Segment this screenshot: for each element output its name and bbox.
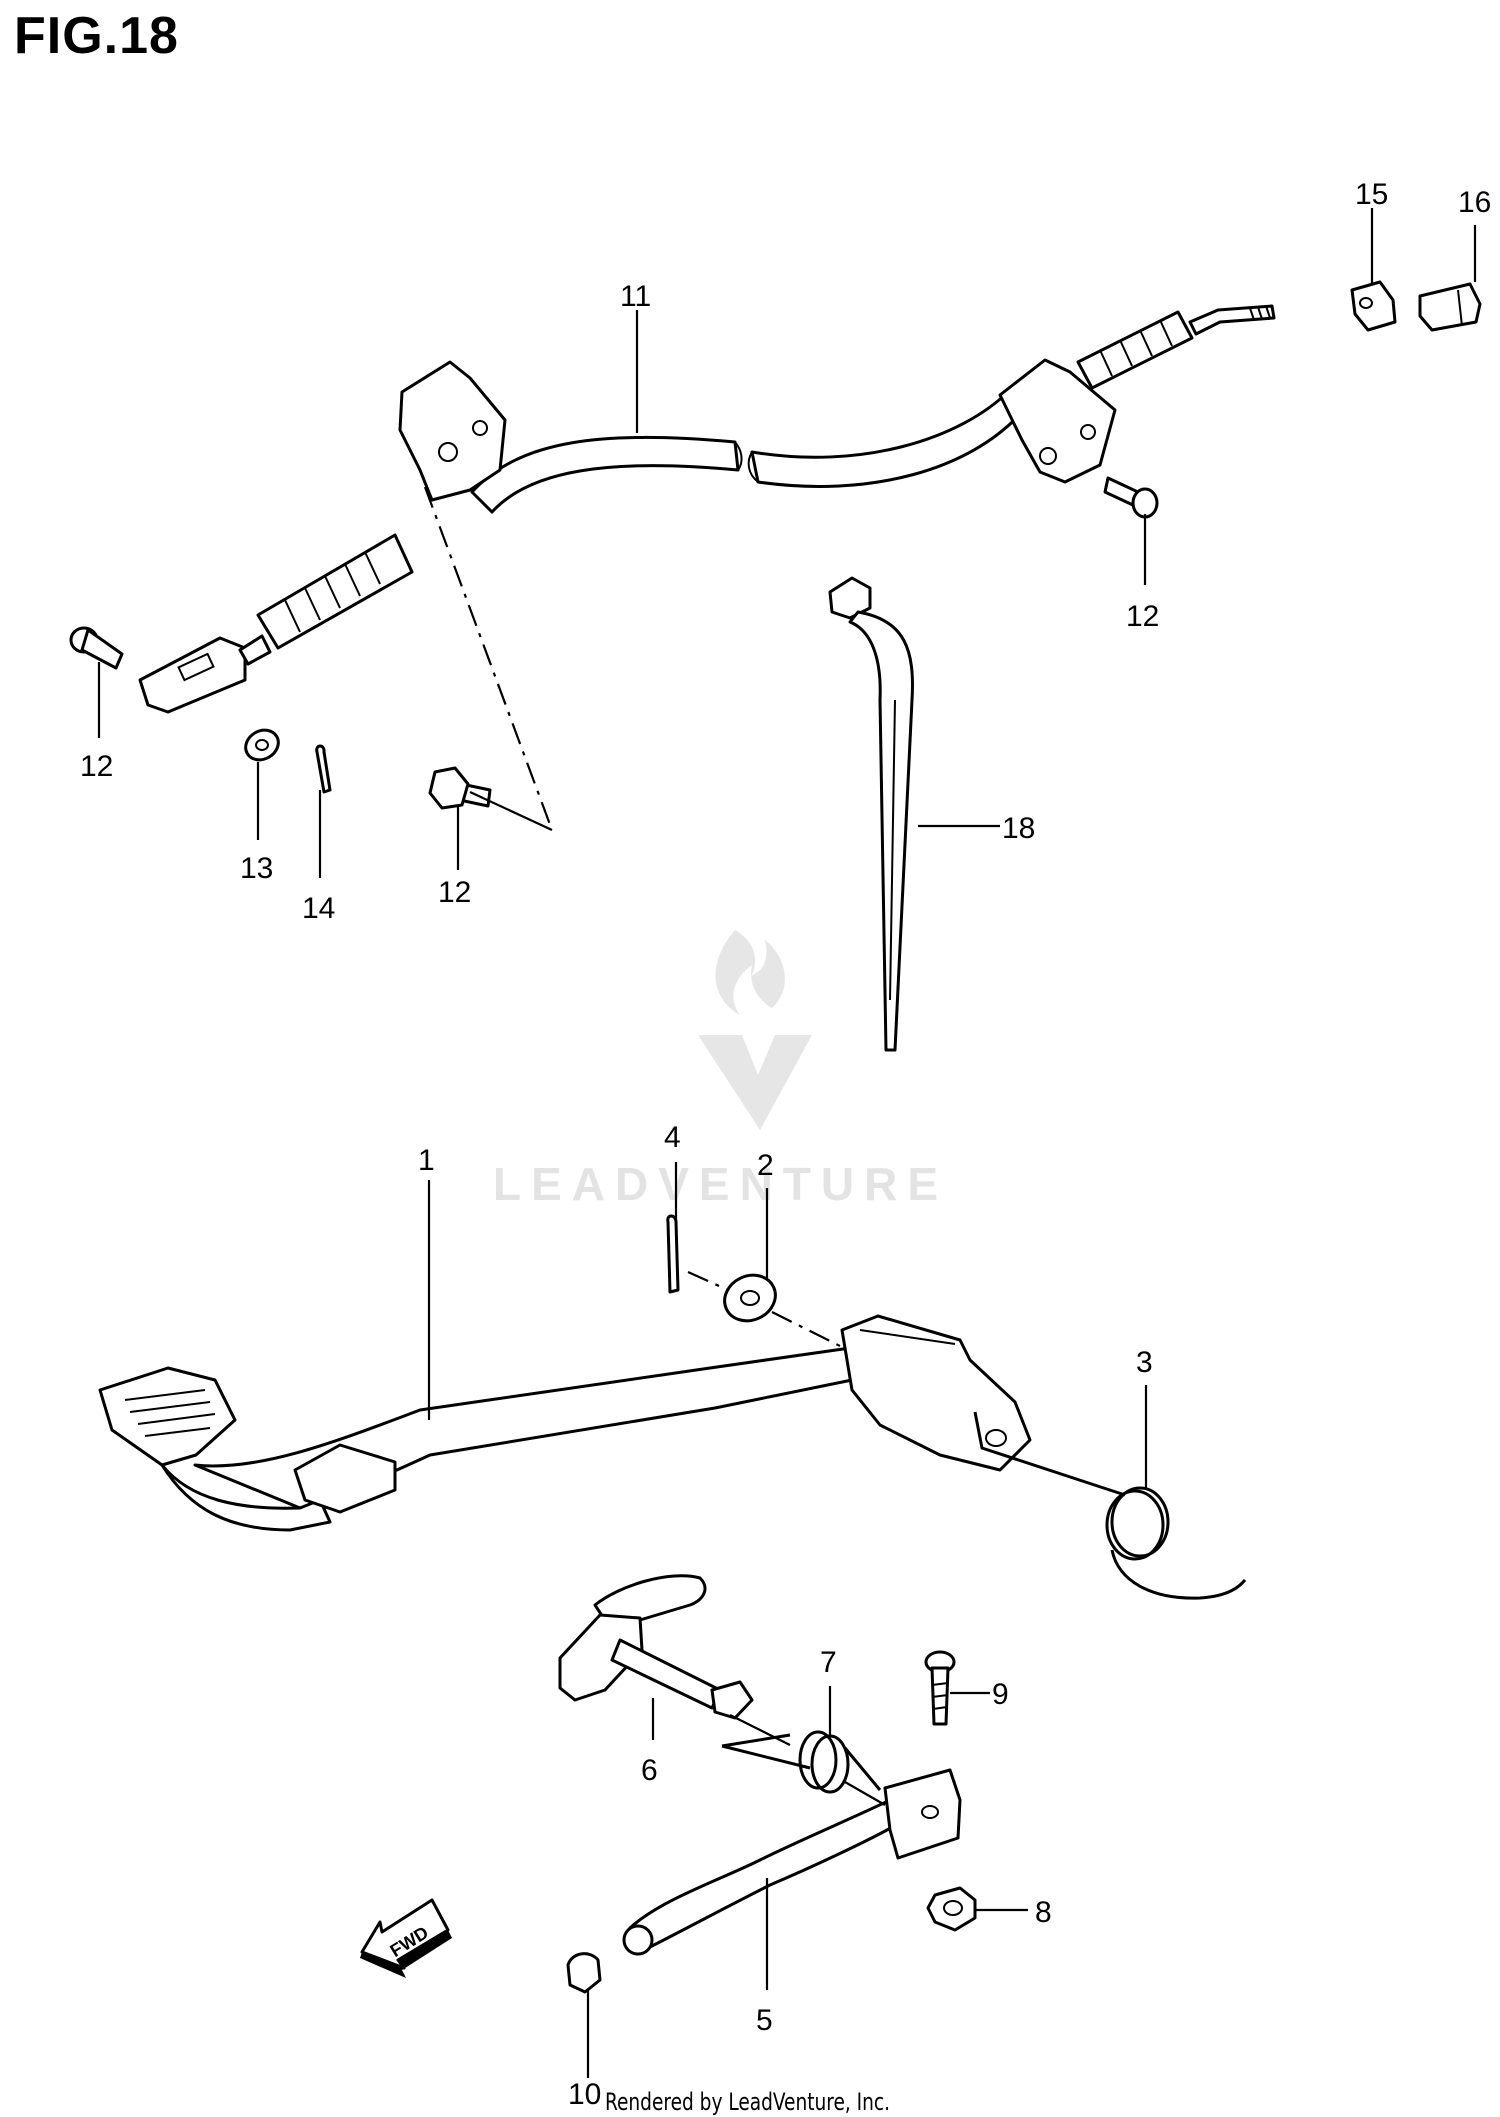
cotter-pin-15 bbox=[315, 744, 332, 794]
callout-15: 14 bbox=[302, 892, 335, 925]
callout-7: 7 bbox=[820, 1646, 837, 1679]
callout-11: 11 bbox=[620, 280, 651, 313]
callout-9: 9 bbox=[992, 1678, 1009, 1711]
cap-10 bbox=[566, 1952, 602, 1994]
cotter-pin-4 bbox=[666, 1214, 680, 1294]
shaft-6 bbox=[558, 1574, 754, 1720]
leader-lines bbox=[97, 208, 1477, 2078]
bolt-12-lower bbox=[428, 766, 492, 810]
callout-14: 13 bbox=[240, 852, 273, 885]
lever-5 bbox=[622, 1768, 962, 1956]
assembly-lines bbox=[423, 486, 886, 1806]
callout-12-lower: 12 bbox=[438, 876, 471, 909]
callout-4: 4 bbox=[664, 1121, 681, 1154]
watermark-text: LEADVENTURE bbox=[493, 1158, 948, 1210]
figure-title: FIG.18 bbox=[14, 7, 179, 65]
callout-labels: 11 15 16 12 12 13 14 12 18 4 2 1 3 7 9 6… bbox=[80, 178, 1491, 2111]
callout-1: 1 bbox=[418, 1144, 435, 1177]
callout-16: 15 bbox=[1355, 178, 1388, 211]
collar-16 bbox=[1350, 280, 1397, 332]
credit-text: Rendered by LeadVenture, Inc. bbox=[605, 2088, 891, 2116]
brake-cable bbox=[138, 304, 1276, 714]
torsion-spring-7 bbox=[721, 1730, 882, 1794]
callout-17: 16 bbox=[1458, 186, 1491, 219]
nut-8 bbox=[926, 1886, 977, 1932]
brake-pedal-1 bbox=[98, 1314, 1032, 1532]
cable-tie-18 bbox=[828, 576, 914, 1052]
callout-18: 18 bbox=[1002, 812, 1035, 845]
callout-3: 3 bbox=[1136, 1346, 1153, 1379]
callout-12-upper: 12 bbox=[1126, 600, 1159, 633]
return-spring-3 bbox=[973, 1411, 1247, 1600]
washer-14 bbox=[244, 728, 280, 762]
callout-8: 8 bbox=[1035, 1896, 1052, 1929]
callout-13: 12 bbox=[80, 750, 113, 783]
pin-13 bbox=[69, 626, 124, 670]
nut-17 bbox=[1418, 282, 1482, 332]
callout-6: 6 bbox=[641, 1754, 658, 1787]
flame-logo-icon bbox=[715, 930, 785, 1015]
bolt-9 bbox=[924, 1650, 956, 1726]
callout-10: 10 bbox=[568, 2078, 601, 2111]
bolt-12-upper bbox=[1103, 476, 1159, 519]
forward-arrow-icon: FWD bbox=[360, 1898, 452, 1978]
chevron-logo-icon bbox=[698, 1035, 812, 1130]
callout-2: 2 bbox=[757, 1149, 774, 1182]
callout-5: 5 bbox=[756, 2004, 773, 2037]
leadventure-watermark: LEADVENTURE bbox=[493, 930, 948, 1210]
washer-2 bbox=[723, 1273, 777, 1323]
